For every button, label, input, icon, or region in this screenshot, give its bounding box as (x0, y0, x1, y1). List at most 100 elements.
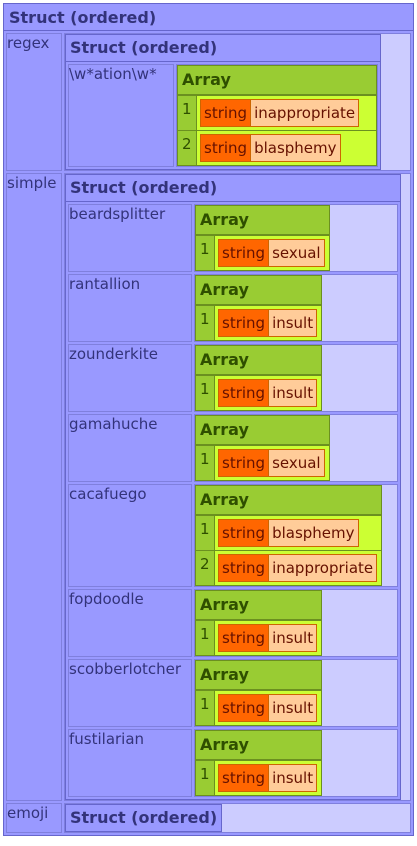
array-index: 2 (196, 551, 214, 585)
simple-entry-key: fustilarian (68, 729, 192, 797)
root-struct-table: regex Struct (ordered) \w*ation\w* Array… (4, 31, 413, 835)
array-title: Array (196, 591, 322, 620)
array-title: Array (196, 661, 322, 690)
string-value: inappropriate (268, 555, 377, 581)
regex-struct: Struct (ordered) \w*ation\w* Array 1 (65, 34, 381, 170)
struct-key-emoji: emoji (6, 803, 62, 833)
typed-value: string blasphemy (200, 134, 341, 162)
array-index: 2 (178, 131, 196, 165)
struct-value-emoji: Struct (ordered) (64, 803, 411, 833)
array-title: Array (196, 416, 329, 445)
type-label: string (219, 625, 269, 651)
string-value: insult (268, 310, 317, 336)
regex-array: Array 1 string inappropriate (177, 65, 377, 166)
simple-entry-key: fopdoodle (68, 589, 192, 657)
array-title: Array (196, 731, 322, 760)
array-index: 1 (178, 96, 196, 130)
root-struct-title: Struct (ordered) (4, 4, 413, 31)
array-title: Array (196, 486, 382, 515)
array-title: Array (196, 346, 322, 375)
root-struct: Struct (ordered) regex Struct (ordered) … (3, 3, 414, 836)
regex-struct-title: Struct (ordered) (66, 35, 380, 62)
struct-row-regex: regex Struct (ordered) \w*ation\w* Array… (6, 33, 411, 171)
type-label: string (219, 520, 269, 546)
array-index: 1 (196, 306, 214, 340)
array-index: 1 (196, 621, 214, 655)
string-value: sexual (268, 450, 324, 476)
array-index: 1 (196, 691, 214, 725)
regex-array-title: Array (178, 66, 376, 95)
array-index: 1 (196, 376, 214, 410)
simple-entry-key: cacafuego (68, 484, 192, 587)
string-value: insult (268, 695, 317, 721)
type-label: string (201, 135, 251, 161)
simple-entry-key: beardsplitter (68, 204, 192, 272)
struct-key-regex: regex (6, 33, 62, 171)
regex-struct-table: \w*ation\w* Array 1 string (66, 62, 380, 169)
struct-value-regex: Struct (ordered) \w*ation\w* Array 1 (64, 33, 411, 171)
regex-entry-value: Array 1 string inappropriate (176, 64, 378, 167)
struct-row-emoji: emoji Struct (ordered) (6, 803, 411, 833)
simple-entry-key: zounderkite (68, 344, 192, 412)
simple-entry-key: rantallion (68, 274, 192, 342)
array-item-cell: string blasphemy (196, 131, 376, 165)
array-index: 1 (196, 761, 214, 795)
string-value: insult (268, 765, 317, 791)
string-value: inappropriate (250, 100, 359, 126)
simple-entry-key: scobberlotcher (68, 659, 192, 727)
string-value: blasphemy (268, 520, 358, 546)
type-label: string (219, 240, 269, 266)
string-value: insult (268, 380, 317, 406)
struct-key-simple: simple (6, 173, 62, 801)
simple-struct-title: Struct (ordered) (66, 175, 400, 202)
array-index: 1 (196, 236, 214, 270)
simple-entry-key: gamahuche (68, 414, 192, 482)
type-label: string (219, 310, 269, 336)
string-value: blasphemy (250, 135, 340, 161)
array-item: 1 string inappropriate (178, 95, 376, 130)
array-index: 1 (196, 446, 214, 480)
